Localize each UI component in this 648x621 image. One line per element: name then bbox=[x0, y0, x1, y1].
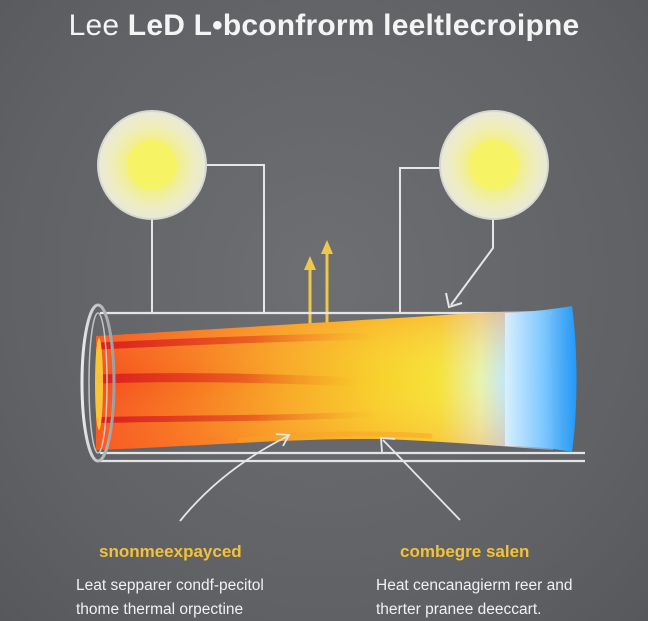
right-lamp-pointer-head bbox=[445, 292, 463, 309]
heat-arrows bbox=[304, 240, 333, 334]
heat-arrow-left-head bbox=[304, 256, 316, 270]
right-lamp-connector bbox=[399, 167, 440, 312]
left-lamp-connector-2 bbox=[205, 164, 265, 312]
flame-streak-2 bbox=[95, 373, 365, 387]
title-part-3: L•bconfrorm leeltlecroipne bbox=[185, 9, 580, 42]
tube-inlet-ring bbox=[80, 303, 116, 463]
flame-streak-3 bbox=[97, 411, 383, 423]
flame-cool-end bbox=[505, 306, 577, 452]
right-caption-pointer bbox=[382, 439, 461, 521]
left-caption-pointer bbox=[179, 435, 289, 522]
caption-pointers bbox=[179, 433, 461, 522]
left-lamp bbox=[97, 110, 207, 220]
right-lamp-pointer bbox=[450, 218, 494, 306]
diagram-title: Lee LeD L•bconfrorm leeltlecroipne bbox=[0, 6, 648, 46]
flame-streak-1 bbox=[96, 332, 384, 350]
left-caption-pointer-head bbox=[275, 433, 291, 447]
title-part-2: LeD bbox=[127, 9, 186, 42]
left-caption-line-1: Leat sepparer condf-pecitol bbox=[76, 577, 264, 594]
right-caption-line-1: Heat cencanagierm reer and bbox=[376, 577, 573, 594]
right-caption-line-2: therter pranee deeccart. bbox=[376, 601, 542, 618]
left-caption-body: Leat sepparer condf-pecitol thome therma… bbox=[76, 574, 264, 621]
right-caption-title: combegre salen bbox=[400, 542, 530, 561]
right-caption-body: Heat cencanagierm reer and therter prane… bbox=[376, 574, 572, 621]
title-part-1: Lee bbox=[68, 9, 128, 42]
tube-rails bbox=[100, 311, 585, 463]
right-lamp bbox=[439, 110, 549, 220]
flame-streak-4 bbox=[237, 431, 433, 443]
left-caption-title: snonmeexpayced bbox=[99, 542, 242, 561]
left-caption-line-2: thome thermal orpectine bbox=[76, 601, 244, 618]
heat-arrow-right-head bbox=[321, 240, 333, 254]
flame bbox=[95, 306, 577, 452]
connector-lines bbox=[151, 164, 494, 312]
right-caption-pointer-head bbox=[380, 437, 396, 453]
